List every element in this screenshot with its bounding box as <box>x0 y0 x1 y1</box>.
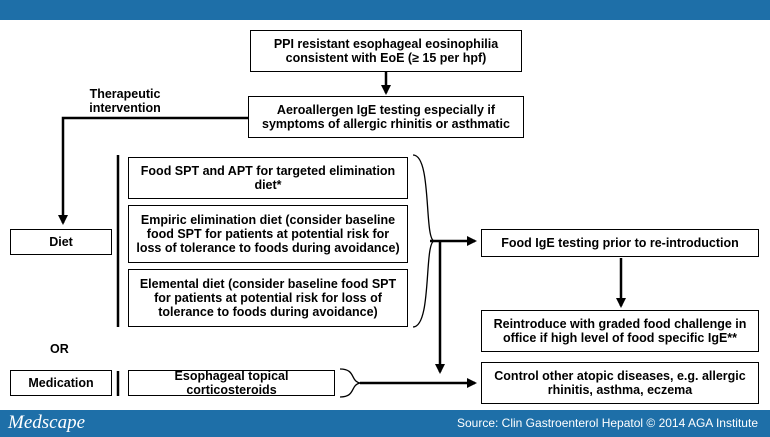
diet-option-targeted-text: Food SPT and APT for targeted eliminatio… <box>140 164 396 192</box>
bottom-banner: Medscape Source: Clin Gastroenterol Hepa… <box>0 410 770 437</box>
food-ige-testing-text: Food IgE testing prior to re-introductio… <box>501 236 739 250</box>
arrow-aeroallergen-to-diet <box>58 116 248 225</box>
top-banner <box>0 0 770 20</box>
diet-box: Diet <box>10 229 112 255</box>
reintroduce-box: Reintroduce with graded food challenge i… <box>481 310 759 352</box>
control-atopic-box: Control other atopic diseases, e.g. alle… <box>481 362 759 404</box>
therapeutic-intervention-label: Therapeutic intervention <box>89 87 161 115</box>
medscape-logo[interactable]: Medscape <box>8 412 86 433</box>
diet-option-empiric-text: Empiric elimination diet (consider basel… <box>136 213 400 255</box>
eoe-diagnosis-box: PPI resistant esophageal eosinophilia co… <box>250 30 522 72</box>
source-citation: Source: Clin Gastroenterol Hepatol © 201… <box>456 416 758 430</box>
diet-text: Diet <box>49 235 73 249</box>
aeroallergen-testing-text: Aeroallergen IgE testing especially if s… <box>262 103 510 131</box>
eoe-diagnosis-text: PPI resistant esophageal eosinophilia co… <box>273 37 499 65</box>
medication-option-corticosteroids: Esophageal topical corticosteroids <box>128 369 335 397</box>
control-atopic-text: Control other atopic diseases, e.g. alle… <box>494 369 746 397</box>
food-ige-testing-box: Food IgE testing prior to re-introductio… <box>481 229 759 257</box>
diet-options-brace <box>412 154 437 328</box>
diet-option-elemental: Elemental diet (consider baseline food S… <box>128 269 408 327</box>
diet-option-elemental-text: Elemental diet (consider baseline food S… <box>139 277 397 319</box>
or-label: OR <box>50 342 69 356</box>
medication-option-text: Esophageal topical corticosteroids <box>174 369 289 397</box>
reintroduce-text: Reintroduce with graded food challenge i… <box>493 317 747 345</box>
medication-brace <box>339 368 361 398</box>
medication-text: Medication <box>28 376 94 390</box>
diet-option-empiric: Empiric elimination diet (consider basel… <box>128 205 408 263</box>
medication-box: Medication <box>10 370 112 396</box>
aeroallergen-testing-box: Aeroallergen IgE testing especially if s… <box>248 96 524 138</box>
diet-option-targeted: Food SPT and APT for targeted eliminatio… <box>128 157 408 199</box>
